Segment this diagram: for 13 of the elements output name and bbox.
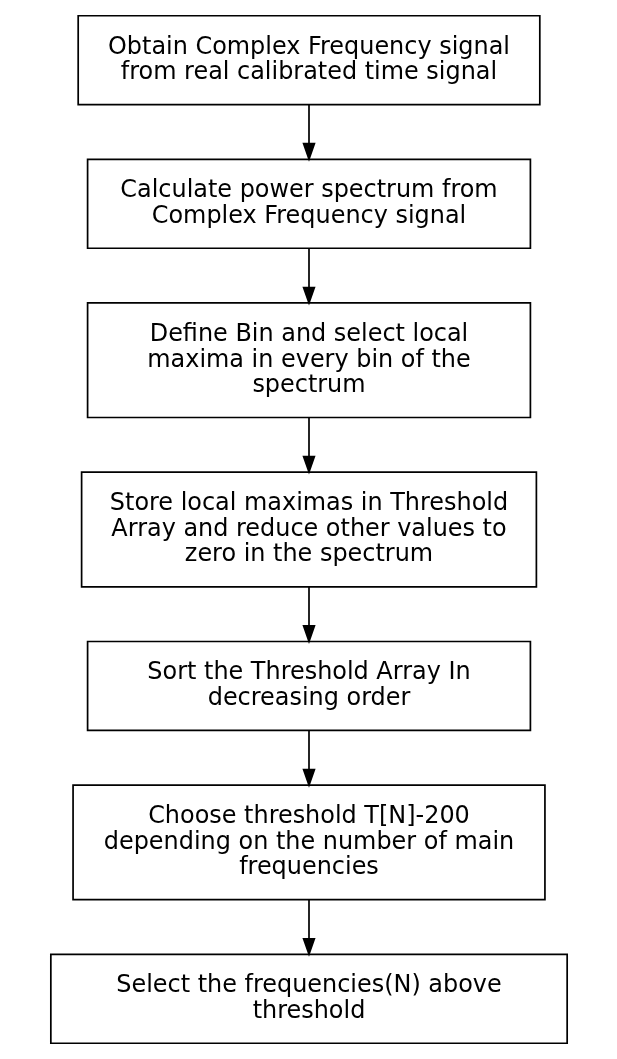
arrow: [301, 898, 316, 957]
node-box: Sort the Threshold Array In decreasing order: [86, 640, 531, 732]
node-box: Choose threshold T[N]-200 depending on the number of main frequencies: [71, 784, 546, 901]
arrow: [301, 416, 316, 475]
node-box: Store local maximas in Threshold Array and reduce other values to zero in the spectrum: [80, 471, 537, 588]
node-box: Calculate power spectrum from Complex Frequency signal: [86, 158, 531, 250]
arrow: [301, 103, 316, 162]
arrow: [301, 730, 316, 788]
arrow: [301, 248, 316, 306]
node-box: Obtain Complex Frequency signal from real calibrated time signal: [76, 14, 541, 106]
node-box: Define Bin and select local maxima in every bin of the spectrum: [86, 302, 531, 419]
node-box: Select the frequencies(N) above threshold: [49, 953, 568, 1045]
arrow: [301, 586, 316, 644]
